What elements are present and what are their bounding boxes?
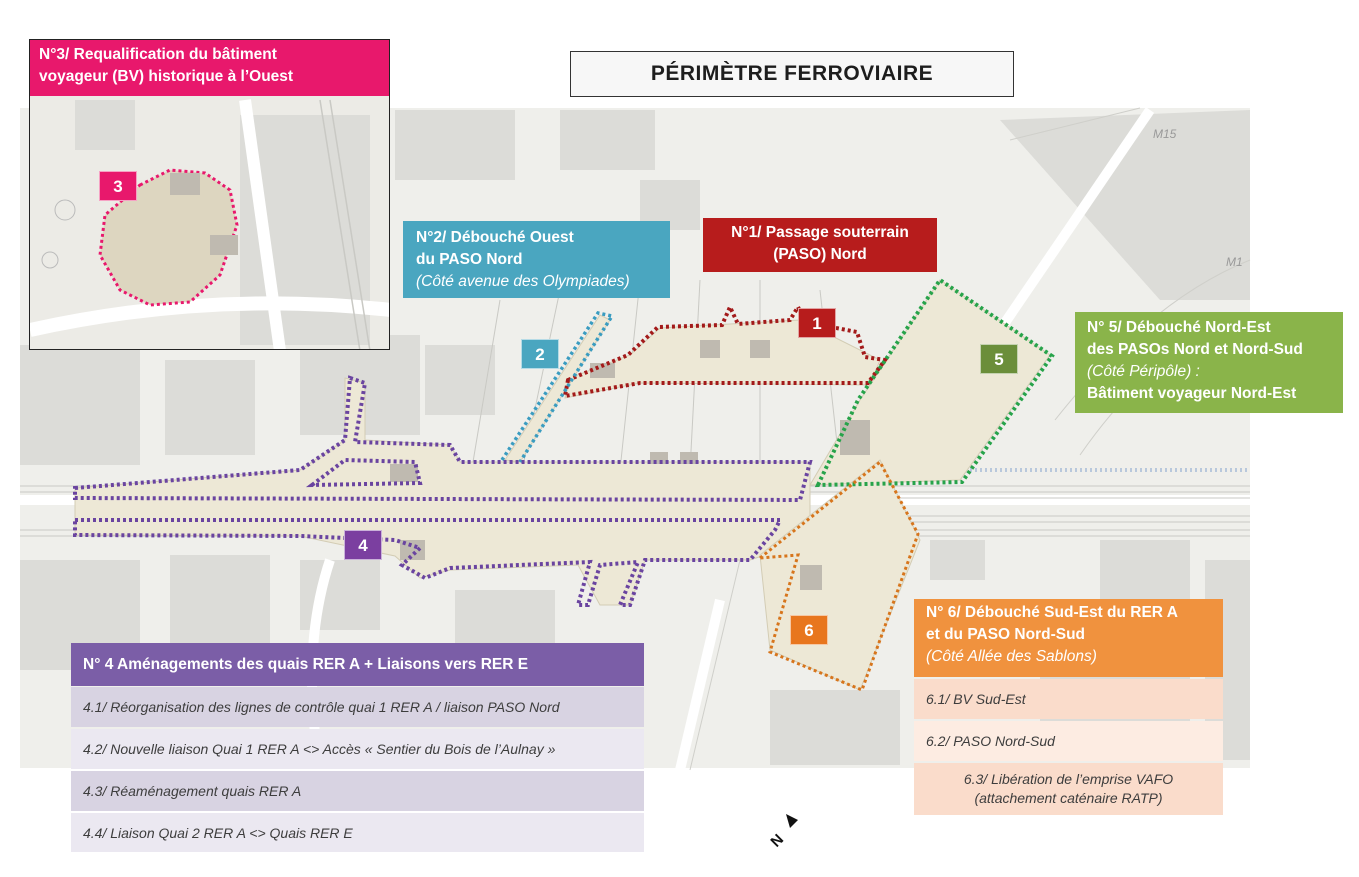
zone-6-item-3: 6.3/ Libération de l’emprise VAFO (attac… xyxy=(914,763,1223,815)
zone-6-item-1: 6.1/ BV Sud-Est xyxy=(914,679,1223,719)
zone-5-title-line4: Bâtiment voyageur Nord-Est xyxy=(1087,385,1297,402)
zone-3-marker: 3 xyxy=(99,171,137,201)
zone-5-subtitle: (Côté Péripôle) : xyxy=(1087,363,1200,380)
zone-2-title-line2: du PASO Nord xyxy=(416,251,523,268)
stair-details xyxy=(390,340,870,590)
zone-6-subtitle: (Côté Allée des Sablons) xyxy=(926,648,1097,665)
m1-line-label: M1 xyxy=(1226,255,1243,269)
zone-6-perimeter xyxy=(755,459,920,692)
zone-5-title-box: N° 5/ Débouché Nord-Est des PASOs Nord e… xyxy=(1075,312,1343,413)
zone-1-title-box: N°1/ Passage souterrain (PASO) Nord xyxy=(703,218,937,272)
zone-1-title-line2: (PASO) Nord xyxy=(773,246,867,263)
zone-6-item-2: 6.2/ PASO Nord-Sud xyxy=(914,721,1223,761)
zone-5-title-line1: N° 5/ Débouché Nord-Est xyxy=(1087,319,1271,336)
zone-4-header: N° 4 Aménagements des quais RER A + Liai… xyxy=(71,643,644,686)
m15-line-label: M15 xyxy=(1153,127,1177,141)
zone-3-title-line2: voyageur (BV) historique à l’Ouest xyxy=(39,68,294,85)
zone-4-item-1: 4.1/ Réorganisation des lignes de contrô… xyxy=(71,687,644,727)
zone-6-title-line1: N° 6/ Débouché Sud-Est du RER A xyxy=(926,604,1178,621)
zone-3-title-box: N°3/ Requalification du bâtiment voyageu… xyxy=(30,40,389,96)
zone-3-inset-map: N°3/ Requalification du bâtiment voyageu… xyxy=(29,39,390,350)
zone-4-marker: 4 xyxy=(344,530,382,560)
page-title: PÉRIMÈTRE FERROVIAIRE xyxy=(570,51,1014,97)
zone-2-title-line1: N°2/ Débouché Ouest xyxy=(416,229,574,246)
zone-6-title-line2: et du PASO Nord-Sud xyxy=(926,626,1086,643)
zone-3-title-line1: N°3/ Requalification du bâtiment xyxy=(39,46,277,63)
zone-2-title-box: N°2/ Débouché Ouest du PASO Nord (Côté a… xyxy=(403,221,670,298)
zone-5-title-line2: des PASOs Nord et Nord-Sud xyxy=(1087,341,1303,358)
zone-2-perimeter xyxy=(500,311,615,463)
bv-historique-footprint xyxy=(98,168,239,307)
zone-6-title-box: N° 6/ Débouché Sud-Est du RER A et du PA… xyxy=(914,599,1223,677)
zone-4-item-4: 4.4/ Liaison Quai 2 RER A <> Quais RER E xyxy=(71,813,644,852)
north-arrow-icon: N xyxy=(767,814,798,850)
zone-6-item-3-line2: (attachement caténaire RATP) xyxy=(974,790,1163,806)
zone-6-marker: 6 xyxy=(790,615,828,645)
north-label: N xyxy=(767,831,787,850)
zone-1-marker: 1 xyxy=(798,308,836,338)
zone-4-item-2: 4.2/ Nouvelle liaison Quai 1 RER A <> Ac… xyxy=(71,729,644,769)
zone-4-perimeter xyxy=(73,375,813,607)
zone-2-subtitle: (Côté avenue des Olympiades) xyxy=(416,273,630,290)
zone-1-title-line1: N°1/ Passage souterrain xyxy=(731,224,909,241)
zone-6-item-3-line1: 6.3/ Libération de l’emprise VAFO xyxy=(963,771,1174,787)
zone-5-marker: 5 xyxy=(980,344,1018,374)
zone-4-item-3: 4.3/ Réaménagement quais RER A xyxy=(71,771,644,811)
zone-5-perimeter xyxy=(814,277,1055,488)
zone-2-marker: 2 xyxy=(521,339,559,369)
